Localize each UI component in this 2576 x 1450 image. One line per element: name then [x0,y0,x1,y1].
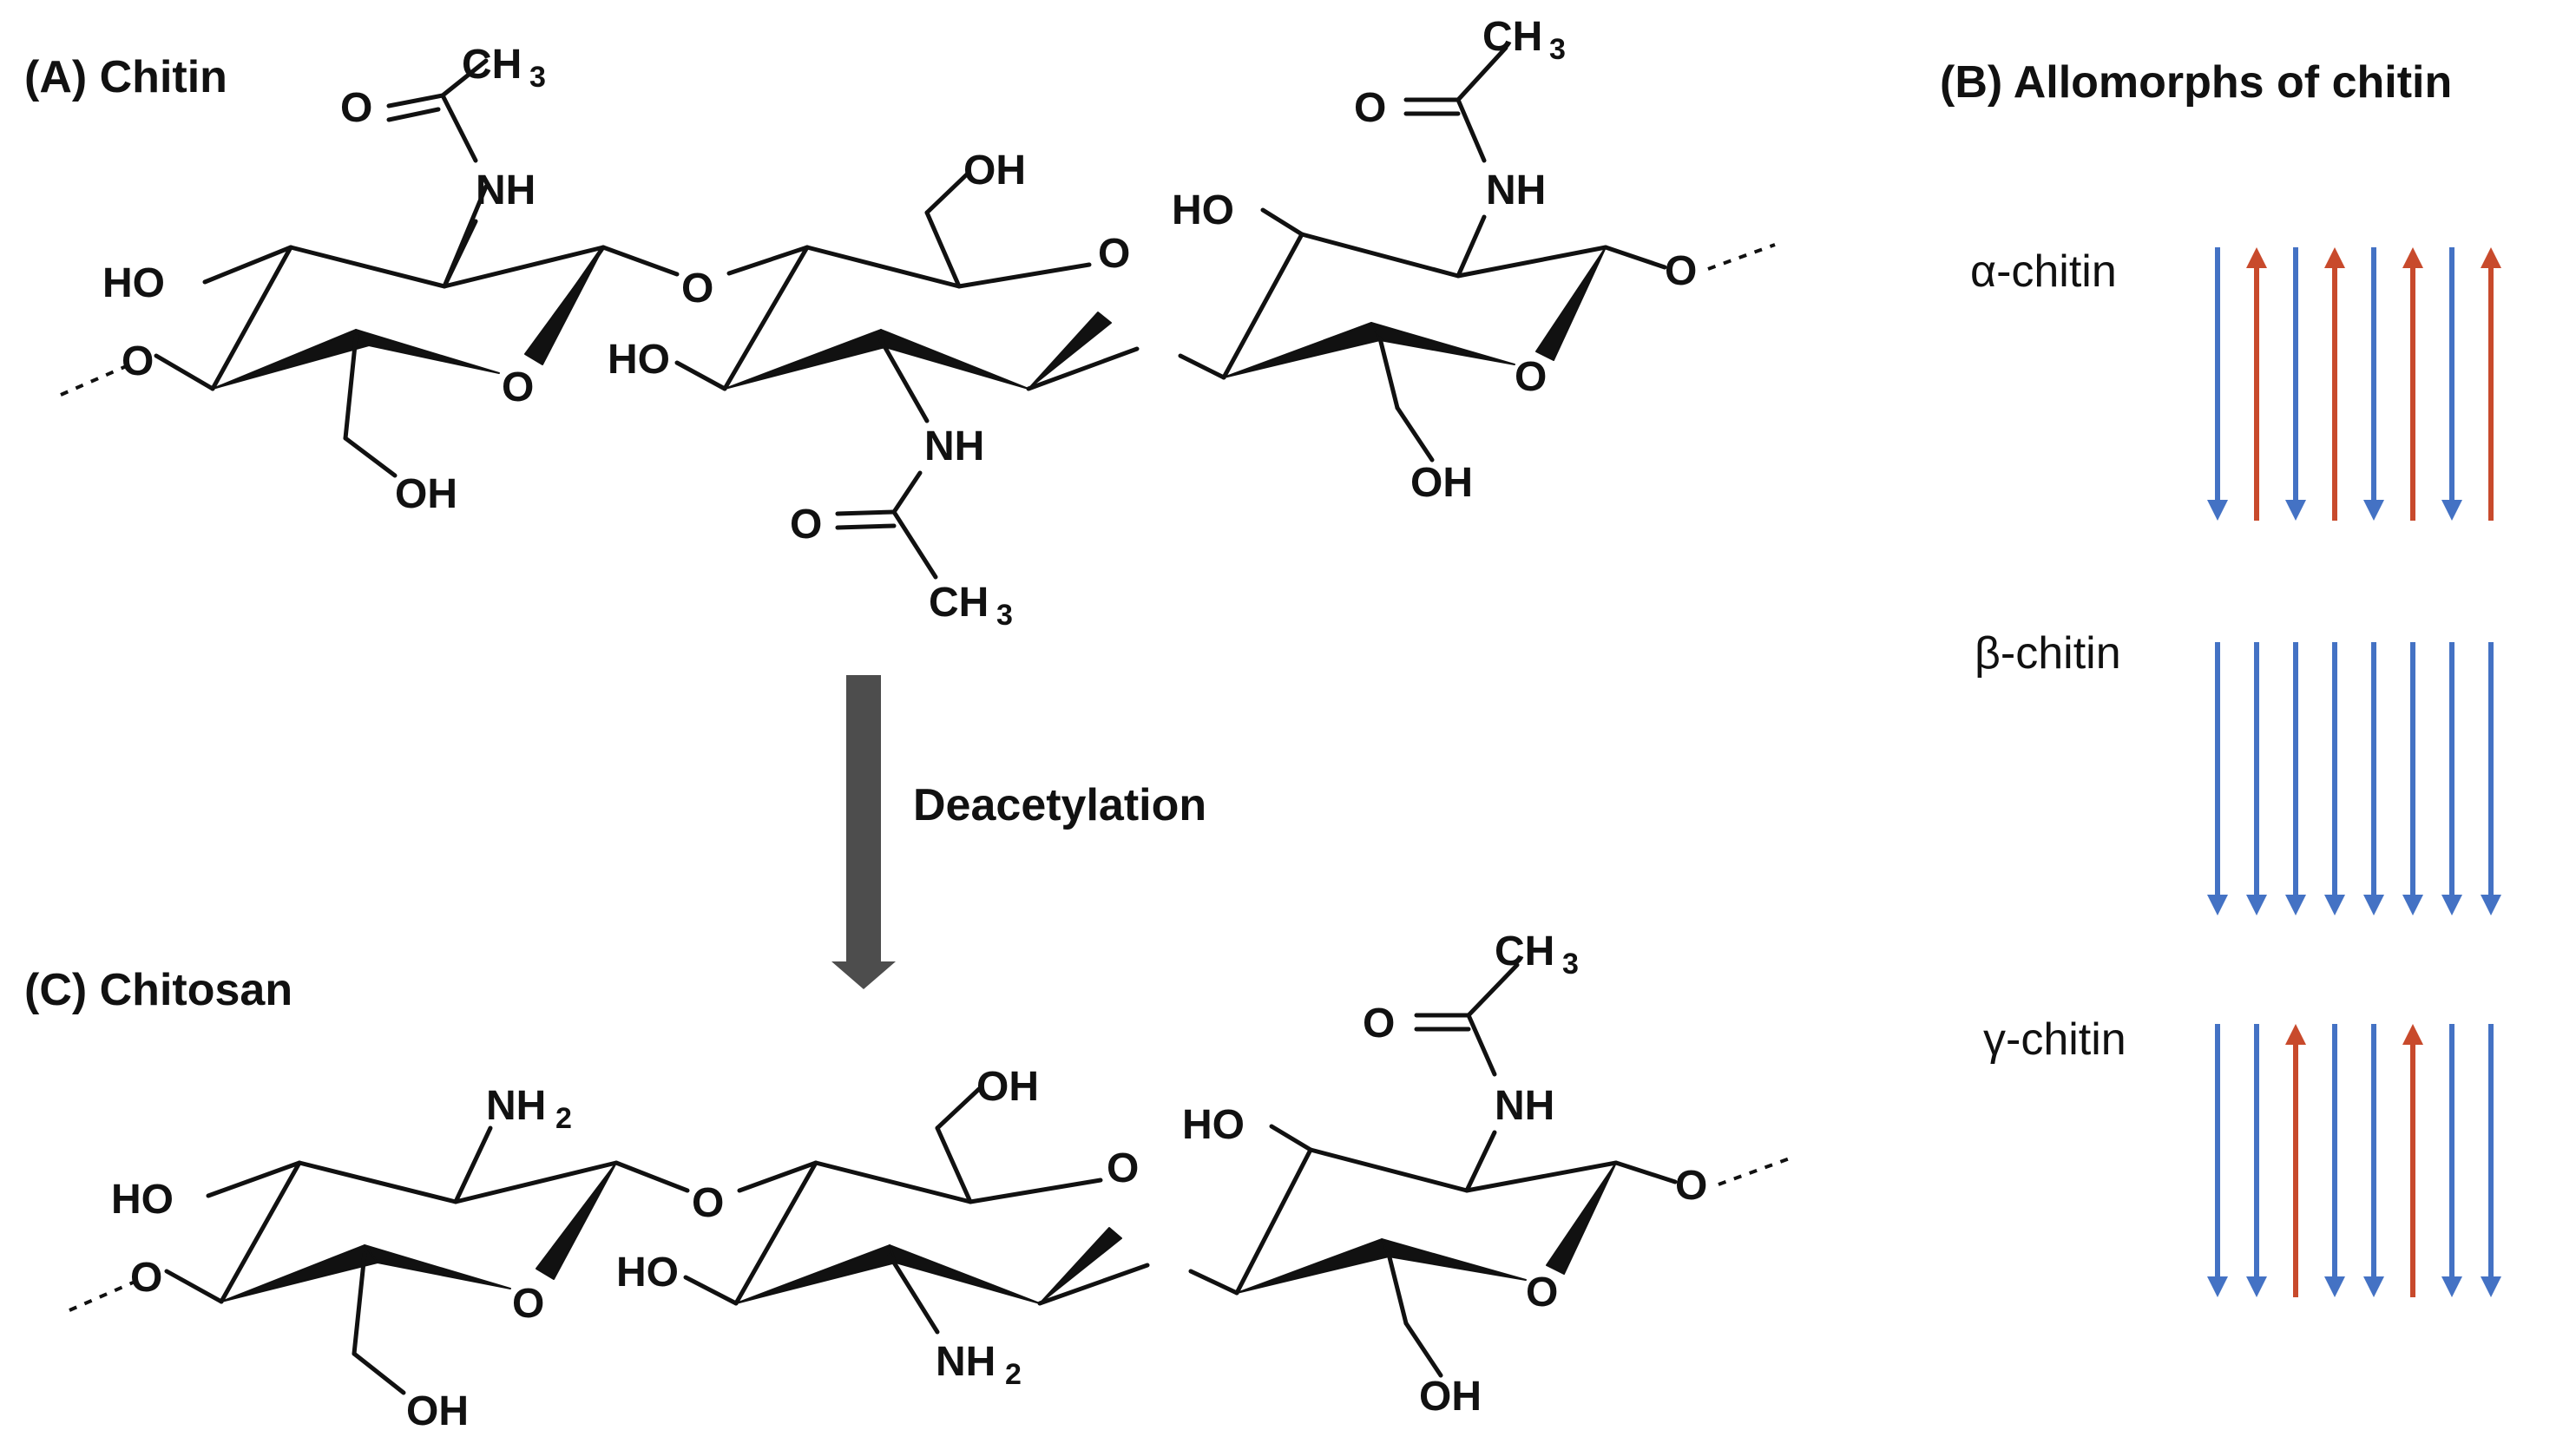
atom-ho: HO [1182,1102,1245,1148]
atom-oh: OH [963,148,1026,194]
atom-ch3-subscript: 3 [529,61,546,94]
atom-oh: OH [1410,460,1473,506]
atom-nh: NH [476,167,536,213]
atom-nh: NH [1486,167,1546,213]
atom-oh: OH [395,471,457,517]
atom-oh: OH [406,1388,469,1434]
atom-nh: NH [1495,1083,1554,1129]
atom-nh2: NH [486,1083,546,1129]
chain-arrow-up-alpha [2246,247,2267,521]
chitosan-unit-2 [683,1086,1150,1335]
atom-ho: HO [102,260,165,306]
atom-o-ring: O [1526,1270,1558,1315]
atom-o-link: O [692,1180,724,1226]
allomorph-label-beta: β-chitin [1975,628,2121,679]
chain-arrow-down-beta [2285,642,2306,915]
atom-o-link: O [130,1255,162,1301]
chain-arrow-down-beta [2207,642,2228,915]
atom-o-carbonyl: O [1354,85,1386,131]
chain-arrow-down-alpha [2441,247,2462,521]
atom-nh: NH [924,423,984,469]
atom-ho: HO [608,337,670,383]
chain-arrow-down-beta [2441,642,2462,915]
atom-o-ring: O [1515,354,1547,400]
chain-arrow-up-gamma [2285,1024,2306,1297]
atom-ch3: CH [462,42,522,88]
chain-arrow-down-gamma [2324,1024,2345,1297]
chain-arrow-up-gamma [2402,1024,2423,1297]
atom-o-carbonyl: O [1363,1001,1395,1046]
atom-o-link: O [1675,1163,1707,1209]
allomorphs-panel: (B) Allomorphs of chitin α-chitin β-chit… [1940,57,2501,1297]
atom-ch3: CH [929,580,989,626]
chain-arrow-up-alpha [2402,247,2423,521]
chitosan-title: (C) Chitosan [24,965,292,1015]
chain-arrow-up-alpha [2324,247,2345,521]
atom-ho: HO [1172,187,1234,233]
chain-arrow-down-beta [2402,642,2423,915]
atom-ch3-subscript: 3 [996,599,1013,632]
chain-arrow-down-gamma [2481,1024,2501,1297]
atom-o-ring: O [512,1281,544,1327]
chain-arrow-down-gamma [2363,1024,2384,1297]
atom-ch3: CH [1482,14,1542,60]
allomorph-arrows-gamma [2207,1024,2501,1297]
atom-o-carbonyl: O [790,502,822,548]
chitin-unit-3 [1178,45,1776,463]
atom-o-link: O [1665,248,1697,294]
chitin-unit-2 [674,171,1140,580]
chain-arrow-up-alpha [2481,247,2501,521]
atom-ch3-subscript: 3 [1549,33,1566,66]
chain-arrow-down-beta [2481,642,2501,915]
chitin-structure: (A) Chitin O CH 3 NH [24,14,1776,632]
atom-ho: HO [111,1177,174,1223]
allomorph-label-alpha: α-chitin [1970,246,2117,297]
atom-o-link: O [122,338,154,384]
atom-o-ring: O [502,364,534,410]
allomorph-arrows-beta [2207,642,2501,915]
chitosan-unit-1 [69,1125,690,1395]
allomorphs-title: (B) Allomorphs of chitin [1940,57,2452,108]
atom-o-ring: O [1107,1145,1139,1191]
atom-o-ring: O [1098,231,1130,277]
chain-arrow-down-gamma [2441,1024,2462,1297]
arrow-shaft [846,675,881,961]
chain-arrow-down-alpha [2207,247,2228,521]
chain-arrow-down-beta [2324,642,2345,915]
allomorph-label-gamma: γ-chitin [1983,1014,2126,1065]
deacetylation-arrow [831,675,896,989]
atom-ch3-subscript: 3 [1562,948,1579,981]
chitosan-unit-3 [1188,962,1791,1378]
atom-ch3: CH [1495,928,1554,974]
chain-arrow-down-gamma [2246,1024,2267,1297]
allomorph-arrows-alpha [2207,247,2501,521]
chitosan-structure: (C) Chitosan NH 2 HO O O OH [24,928,1791,1434]
chitin-title: (A) Chitin [24,52,227,102]
arrow-head [831,961,896,989]
atom-o-carbonyl: O [340,85,372,131]
atom-oh: OH [1419,1374,1482,1420]
atom-nh2: NH [936,1339,996,1385]
chain-arrow-down-gamma [2207,1024,2228,1297]
chain-arrow-down-beta [2363,642,2384,915]
deacetylation-label: Deacetylation [913,780,1206,830]
chain-arrow-down-beta [2246,642,2267,915]
atom-nh2-subscript: 2 [555,1102,572,1135]
atom-o-link: O [681,266,713,312]
chain-arrow-down-alpha [2363,247,2384,521]
atom-ho: HO [616,1250,679,1296]
chain-arrow-down-alpha [2285,247,2306,521]
atom-oh: OH [976,1064,1039,1110]
chitin-unit-1 [60,58,680,478]
atom-nh2-subscript: 2 [1005,1358,1022,1391]
